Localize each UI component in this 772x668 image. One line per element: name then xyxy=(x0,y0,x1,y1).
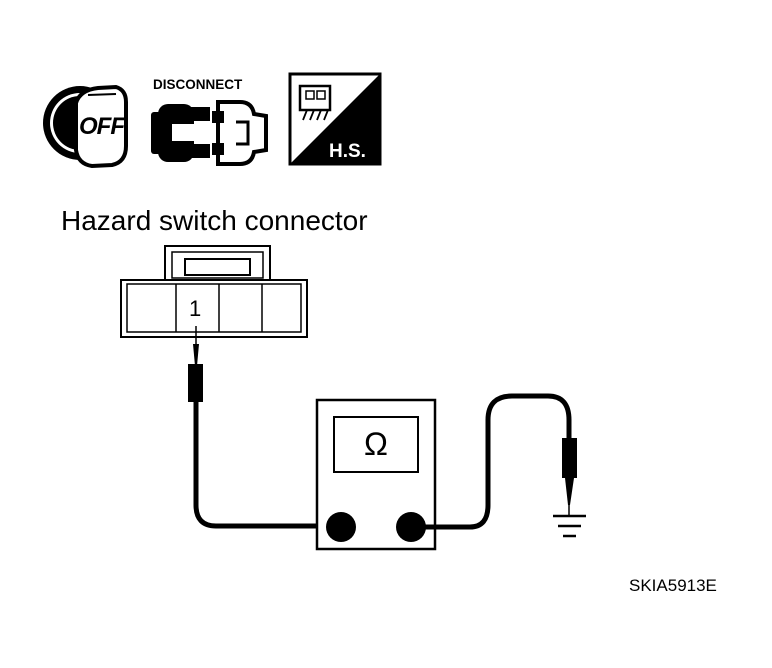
hs-label: H.S. xyxy=(329,141,366,162)
figure-id: SKIA5913E xyxy=(629,576,717,595)
terminal-number: 1 xyxy=(189,296,201,321)
probe-right xyxy=(411,393,577,530)
probe-left xyxy=(188,326,340,529)
ignition-key-off-icon: OFF xyxy=(43,84,128,169)
connector-title: Hazard switch connector xyxy=(61,205,368,236)
disconnect-connector-icon: DISCONNECT xyxy=(151,77,268,166)
meter-terminal-left xyxy=(326,512,356,542)
ohmmeter: Ω xyxy=(315,398,437,551)
ohm-symbol: Ω xyxy=(364,426,388,462)
ignition-off-text: OFF xyxy=(79,113,126,140)
hazard-switch-connector: 1 xyxy=(120,245,308,338)
harness-side-connector-icon: H.S. xyxy=(288,72,382,166)
ground-symbol xyxy=(553,514,586,538)
disconnect-label: DISCONNECT xyxy=(153,77,243,92)
